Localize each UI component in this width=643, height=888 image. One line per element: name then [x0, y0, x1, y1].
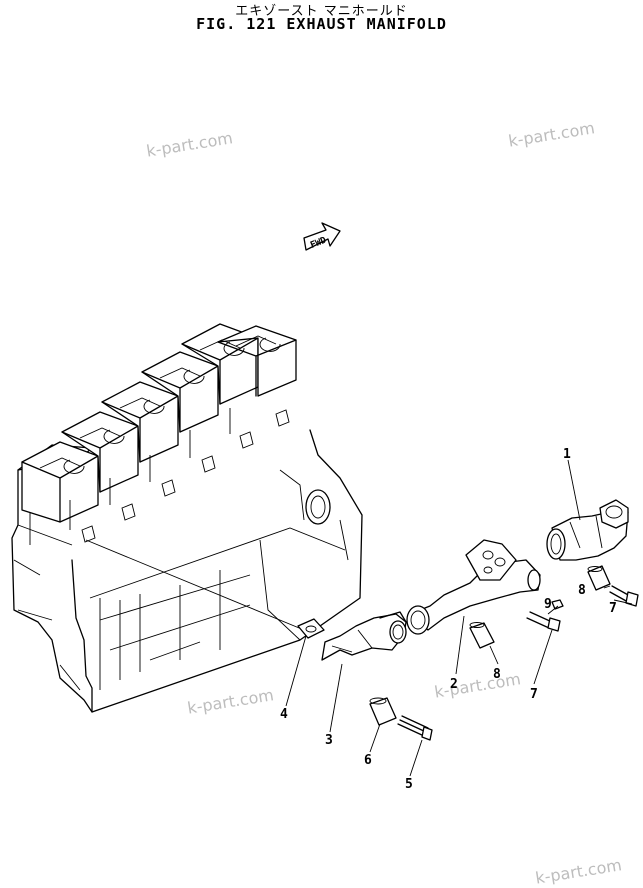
callout-4: 4 [280, 707, 288, 722]
part-1-rear-manifold [546, 499, 629, 561]
part-8-stud-rear [587, 565, 611, 591]
cylinder-head-4 [141, 351, 219, 433]
gasket-leader-line [85, 539, 305, 631]
callout-7-rear: 7 [609, 601, 617, 616]
part-2-middle-manifold [406, 539, 541, 635]
callout-8-rear: 8 [578, 583, 586, 598]
callout-9: 9 [544, 597, 552, 612]
figure-title: FIG. 121 EXHAUST MANIFOLD [196, 15, 447, 33]
cylinder-head-1 [21, 441, 99, 523]
part-7-bolt-middle [526, 611, 561, 632]
callout-7-middle: 7 [530, 687, 538, 702]
part-6-stud [369, 697, 397, 726]
cylinder-heads [21, 323, 297, 545]
cylinder-head-2 [61, 411, 139, 493]
part-5-bolt [397, 715, 433, 741]
part-8-stud-middle [469, 622, 495, 649]
callout-1: 1 [563, 447, 571, 462]
title-japanese: エキゾースト マニホールド [235, 4, 408, 19]
cylinder-head-6 [217, 325, 297, 397]
callout-6: 6 [364, 753, 372, 768]
part-3-front-manifold [321, 611, 407, 661]
callout-2: 2 [450, 677, 458, 692]
callout-5: 5 [405, 777, 413, 792]
fwd-arrow-icon: FWD [303, 222, 341, 251]
part-4-gasket [297, 618, 325, 639]
callout-3: 3 [325, 733, 333, 748]
callout-8-middle: 8 [493, 667, 501, 682]
callout-leaders [285, 459, 633, 777]
engine-block [11, 429, 363, 713]
part-7-bolt-rear [609, 585, 639, 607]
part-9-nut [551, 599, 564, 610]
cylinder-head-3 [101, 381, 179, 463]
fwd-label: FWD [309, 235, 328, 251]
